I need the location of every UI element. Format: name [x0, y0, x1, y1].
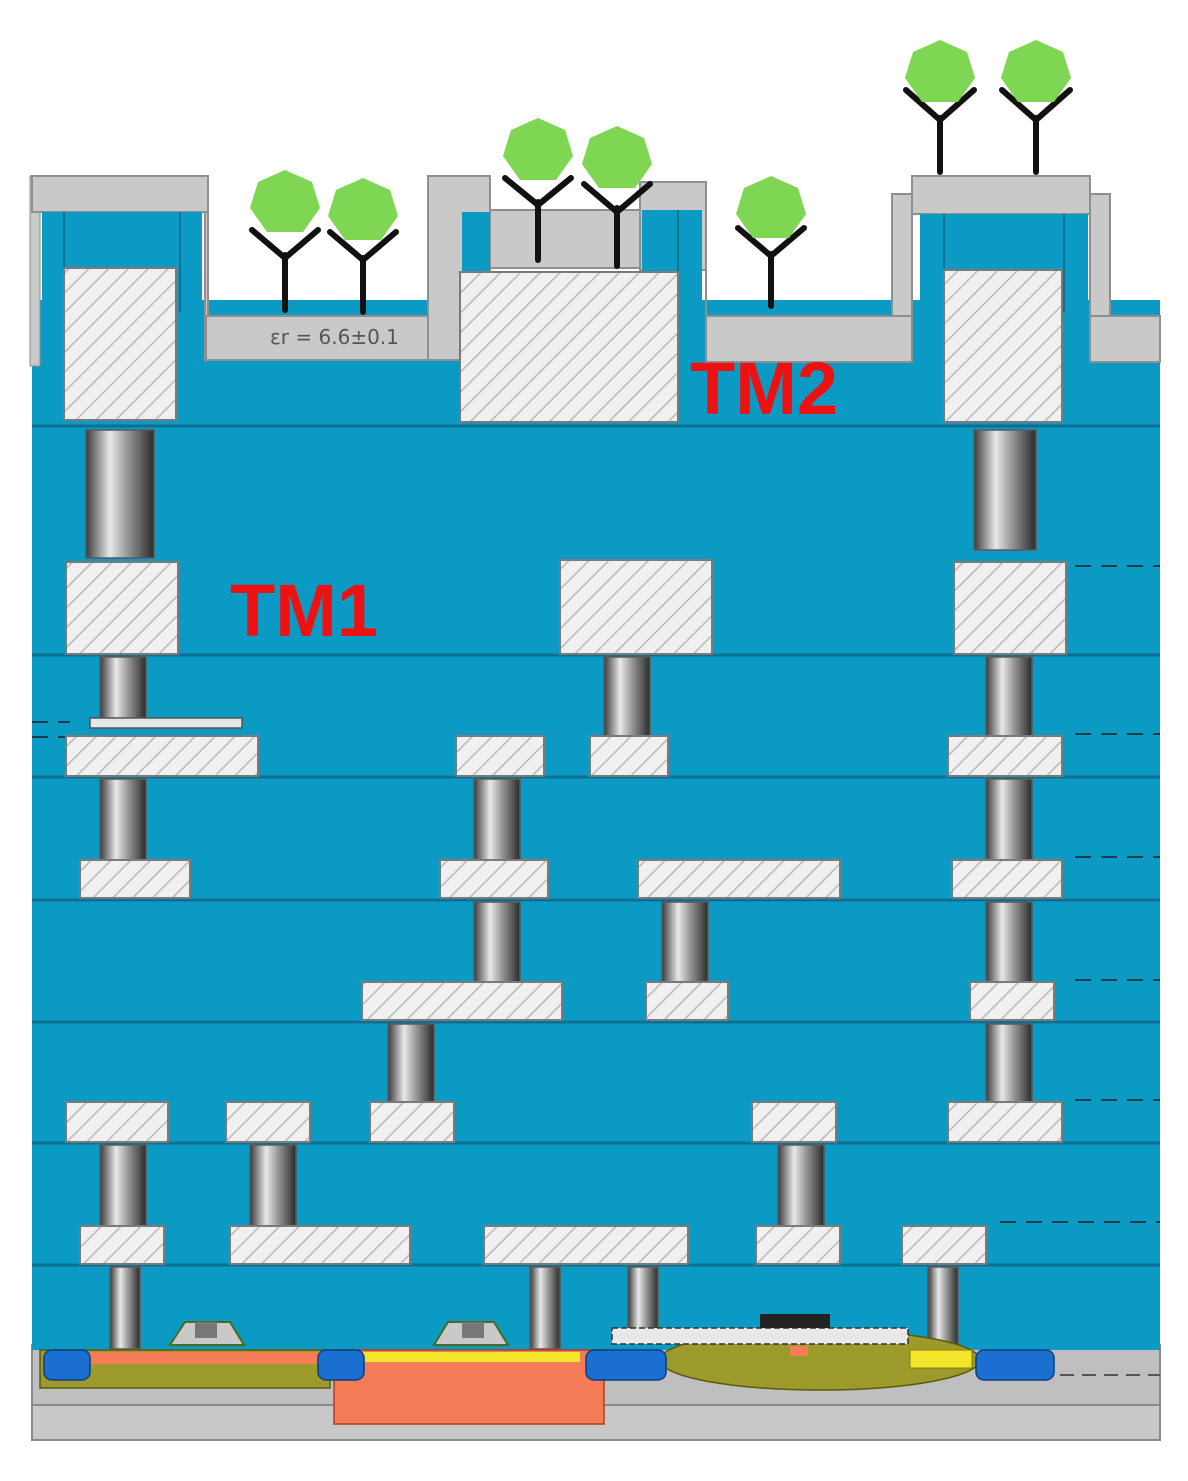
- vias: [85, 429, 1037, 1350]
- antigen-hexagon-icon: [503, 118, 573, 180]
- transistor-layer: [39, 1314, 1055, 1425]
- permittivity-label: εr = 6.6±0.1: [270, 325, 399, 349]
- tm1-label: TM1: [230, 569, 378, 652]
- antigen-hexagon-icon: [582, 126, 652, 188]
- antibodies: [249, 87, 1073, 315]
- tm1-metal-blocks: [65, 559, 1067, 729]
- antibody-icon: [502, 175, 574, 263]
- antigen-hexagon-icon: [1001, 40, 1071, 102]
- antibody-icon: [581, 181, 653, 269]
- antigen-hexagon-icon: [250, 170, 320, 232]
- antibody-icon: [327, 229, 399, 315]
- metal-lines: [65, 735, 1063, 1265]
- dielectric-stack: [32, 300, 1160, 1350]
- antibody-icon: [735, 225, 807, 309]
- antibody-icon: [999, 87, 1073, 175]
- antibody-icon: [903, 87, 977, 175]
- antigen-hexagon-icon: [736, 176, 806, 238]
- antigen-hexagon-icon: [328, 178, 398, 240]
- tm2-label: TM2: [690, 347, 838, 430]
- top-passivation-layer: εr = 6.6±0.1: [29, 175, 1161, 367]
- antibody-icon: [249, 227, 321, 313]
- antigen-hexagon-icon: [905, 40, 975, 102]
- antigens: [250, 40, 1071, 240]
- dashed-reference-lines: [32, 565, 1160, 1223]
- tm2-metal-blocks: [63, 267, 1063, 423]
